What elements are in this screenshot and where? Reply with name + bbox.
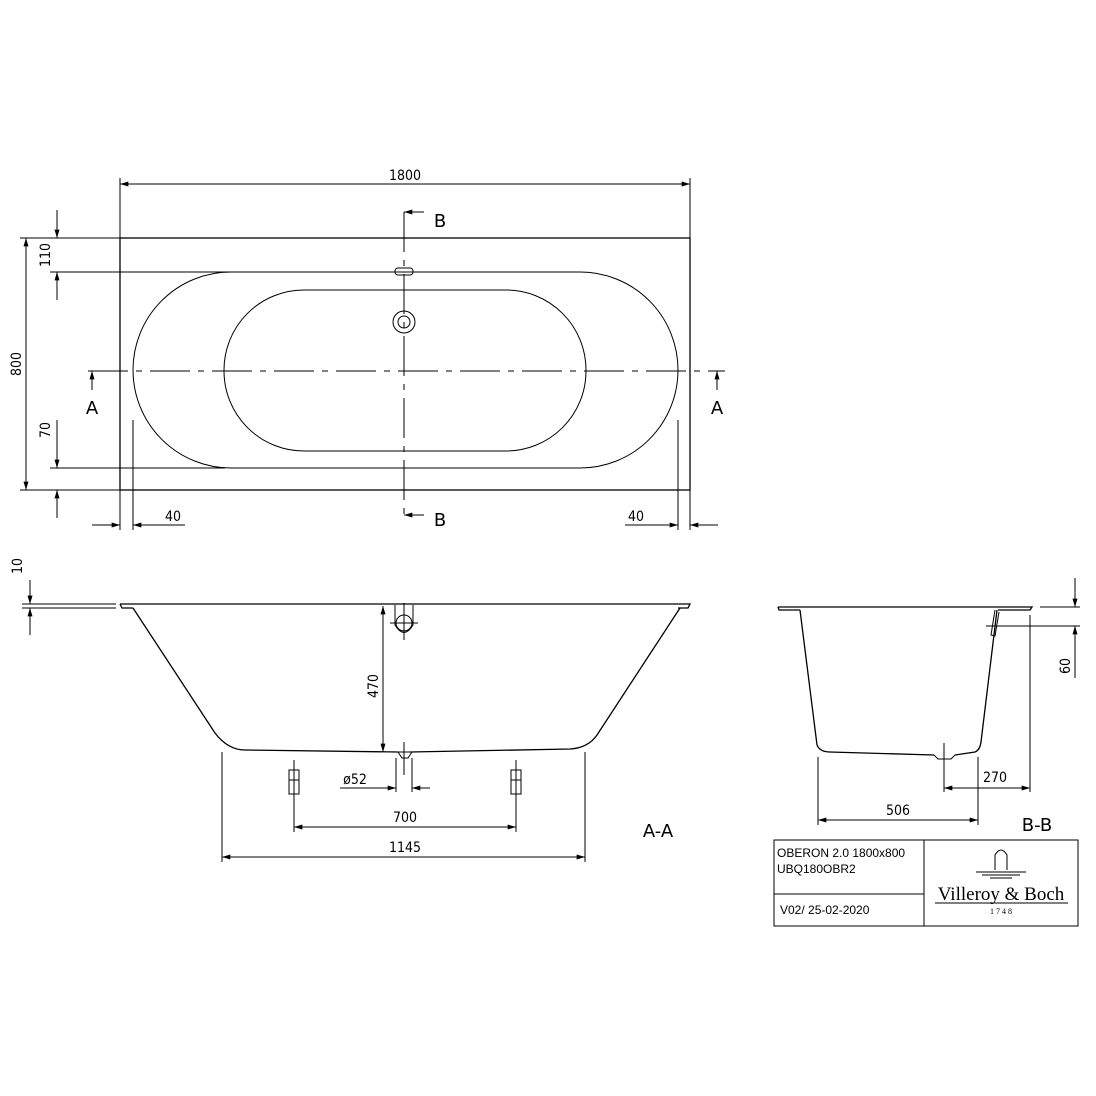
brand-logo: Villeroy & Boch 1748 — [935, 849, 1068, 916]
section-marker-b-top: B — [434, 211, 446, 232]
section-marker-a-left: A — [86, 398, 99, 419]
dim-drain-label: ø52 — [343, 772, 367, 788]
section-aa: 10 470 ø52 700 1145 A-A — [10, 558, 692, 862]
title-block: OBERON 2.0 1800x800 UBQ180OBR2 V02/ 25-0… — [773, 839, 1079, 927]
brand-year: 1748 — [990, 907, 1014, 916]
section-aa-label: A-A — [643, 821, 674, 842]
tub-profile — [132, 607, 681, 753]
tub-outline — [119, 237, 691, 491]
dim-bottom-rim-label: 70 — [38, 422, 54, 438]
section-marker-b-bottom: B — [434, 510, 446, 531]
section-bb: 60 270 506 B-B — [777, 578, 1080, 836]
dim-overflow-label: 60 — [1058, 658, 1074, 674]
dim-depth-label: 470 — [366, 674, 382, 698]
foot-left — [288, 760, 300, 805]
dim-drain-offset-label: 270 — [983, 770, 1007, 786]
section-bb-label: B-B — [1022, 815, 1053, 836]
dim-base-length-label: 1145 — [389, 840, 421, 856]
product-code: UBQ180OBR2 — [777, 862, 856, 876]
dim-length-label: 1800 — [389, 168, 421, 184]
section-marker-a-right: A — [711, 398, 724, 419]
foot-right — [510, 760, 522, 805]
overflow-icon — [390, 603, 418, 640]
drain-icon — [392, 310, 416, 334]
dim-rim-label: 10 — [10, 558, 26, 574]
brand-name: Villeroy & Boch — [938, 884, 1065, 905]
tub-rim — [119, 603, 692, 609]
tub-rim-inner — [132, 271, 679, 469]
dim-feet-spacing-label: 700 — [393, 810, 417, 826]
dim-top-rim-label: 110 — [38, 243, 54, 267]
dim-width-label: 800 — [9, 352, 25, 376]
dim-right-rim-label: 40 — [628, 509, 644, 525]
dim-base-width-label: 506 — [886, 803, 910, 819]
dim-left-rim-label: 40 — [165, 509, 181, 525]
tub-profile — [799, 609, 998, 756]
version-date: V02/ 25-02-2020 — [780, 903, 870, 917]
tub-rim — [777, 606, 1034, 611]
product-name: OBERON 2.0 1800x800 — [777, 846, 905, 860]
top-view: 1800 800 110 70 40 40 A A B B — [9, 168, 725, 531]
